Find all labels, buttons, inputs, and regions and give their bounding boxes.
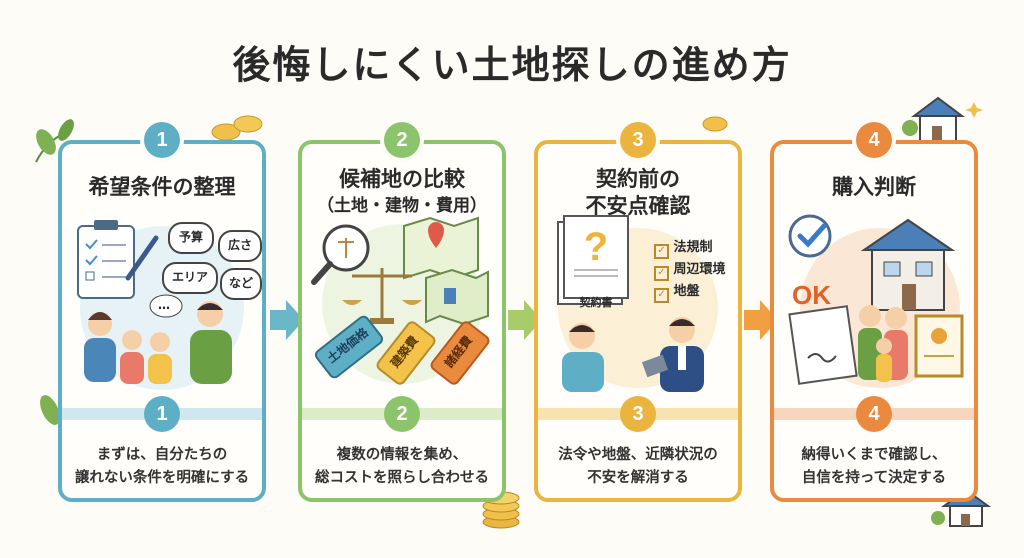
step-description-line: 自信を持って決定する	[801, 470, 947, 486]
house-icon	[860, 218, 956, 311]
step-description-line: 法令や地盤、近隣状況の	[558, 447, 718, 463]
signed-document-icon	[788, 305, 858, 385]
step-description-line: 譲れない条件を明確にする	[74, 470, 250, 486]
thinking-bubble-text: …	[158, 298, 170, 312]
step-card-3: 3 契約前の 不安点確認 ? 契約書 ✓ 法規制 ✓ 周辺環境 ✓ 地盤	[534, 122, 742, 502]
house-icon	[931, 488, 992, 527]
step-card-2: 2 候補地の比較 （土地・建物・費用） 土地価格 建築費 諸	[298, 122, 506, 502]
step-description-line: まずは、自分たちの	[96, 447, 228, 463]
step-number-badge: 2	[384, 122, 420, 158]
step-description: まずは、自分たちの 譲れない条件を明確にする	[62, 444, 262, 490]
coins-icon	[211, 115, 263, 141]
arrow-right-icon	[508, 300, 542, 340]
contract-check-illustration: ?	[557, 215, 718, 392]
arrow-right-icon	[744, 300, 778, 340]
step-title: 契約前の 不安点確認	[538, 166, 738, 220]
speech-bubble-etc: など	[220, 268, 262, 300]
step-description: 納得いくまで確認し、 自信を持って決定する	[774, 444, 974, 490]
check-circle-icon	[788, 214, 832, 258]
scale-icon	[342, 268, 422, 324]
step-number-badge: 3	[620, 396, 656, 432]
step-card-4: 4 購入判断	[770, 122, 978, 502]
step-title-text: 不安点確認	[585, 194, 691, 218]
step-description: 法令や地盤、近隣状況の 不安を解消する	[538, 444, 738, 490]
speech-bubble-size: 広さ	[218, 230, 262, 262]
step-title: 購入判断	[832, 175, 916, 199]
purchase-decision-illustration	[788, 214, 964, 388]
certificate-icon	[914, 314, 964, 378]
checklist-icon	[77, 220, 159, 299]
step-number-badge: 1	[144, 396, 180, 432]
step-description: 複数の情報を集め、 総コストを照らし合わせる	[302, 444, 502, 490]
checkbox-checked-icon: ✓	[654, 288, 669, 303]
step-number-badge: 2	[384, 396, 420, 432]
check-item: ✓ 地盤	[654, 282, 700, 303]
map-icon	[403, 216, 489, 326]
check-item-label: 地盤	[673, 284, 700, 299]
step-subtitle: （土地・建物・費用）	[317, 196, 487, 216]
step-number-badge: 3	[620, 122, 656, 158]
step-number-badge: 1	[144, 122, 180, 158]
speech-bubble-budget: 予算	[168, 222, 214, 254]
leaf-icon	[35, 119, 74, 163]
check-item-label: 法規制	[673, 240, 713, 255]
step-description-line: 複数の情報を集め、	[336, 447, 468, 463]
speech-bubble-area: エリア	[162, 262, 218, 294]
step-card-1: 1 希望条件の整理 予算 広さ エリア など … 1	[58, 122, 266, 502]
check-item: ✓ 法規制	[654, 238, 713, 259]
step-title-text: 契約前の	[596, 167, 680, 191]
svg-text:?: ?	[584, 225, 608, 269]
step-description-line: 納得いくまで確認し、	[801, 447, 947, 463]
magnifier-icon	[311, 224, 370, 285]
step-title: 候補地の比較 （土地・建物・費用）	[302, 166, 502, 220]
step-number-badge: 4	[856, 122, 892, 158]
step-description-line: 総コストを照らし合わせる	[315, 470, 489, 486]
page-title: 後悔しにくい土地探しの進め方	[232, 43, 792, 87]
arrow-right-icon	[270, 300, 304, 340]
step-title-text: 候補地の比較	[339, 167, 465, 191]
check-item: ✓ 周辺環境	[654, 260, 726, 281]
coin-icon	[702, 116, 728, 132]
house-icon	[902, 96, 983, 143]
document-icon: ?	[557, 215, 629, 305]
step-title: 希望条件の整理	[88, 175, 236, 199]
document-label: 契約書	[579, 296, 613, 309]
checkbox-checked-icon: ✓	[654, 244, 669, 259]
ok-label: OK	[792, 280, 831, 310]
check-item-label: 周辺環境	[673, 262, 726, 277]
step-number-badge: 4	[856, 396, 892, 432]
checkbox-checked-icon: ✓	[654, 266, 669, 281]
step-description-line: 不安を解消する	[587, 470, 689, 486]
